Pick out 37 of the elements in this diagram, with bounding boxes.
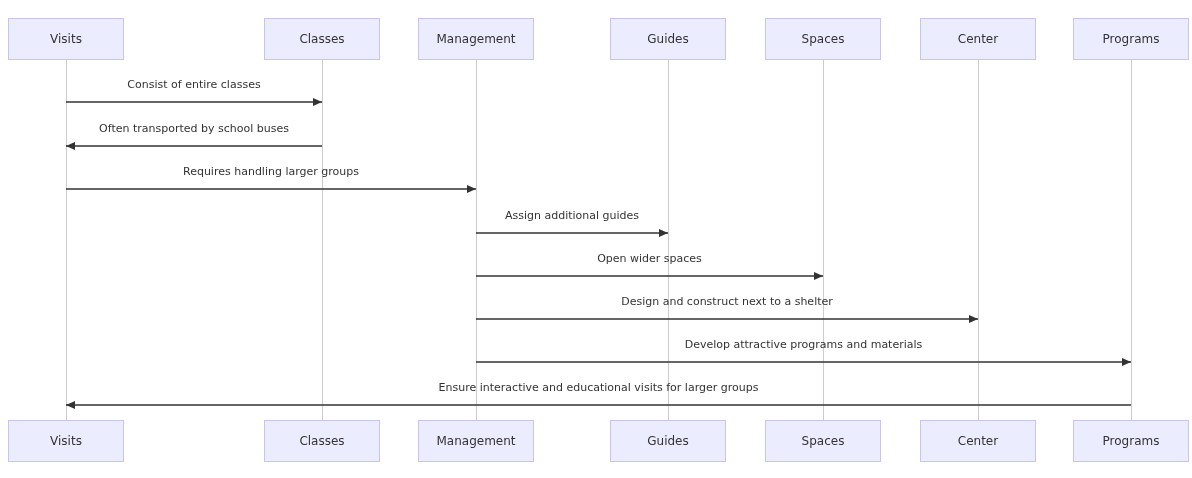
message-arrow [65,185,477,193]
lifeline [321,60,323,420]
edge-label: Ensure interactive and educational visits for larger groups [438,381,759,394]
participant-box: Spaces [765,18,881,60]
edge-label: Open wider spaces [597,252,702,265]
participant-box: Center [920,18,1036,60]
edge-label: Consist of entire classes [127,78,261,91]
edge-label: Often transported by school buses [99,122,289,135]
message-arrow [65,98,323,106]
edge-label: Develop attractive programs and materials [684,338,923,351]
participant-box: Programs [1073,18,1189,60]
message-arrow [475,315,979,323]
lifeline [475,60,477,420]
participant-box: Center [920,420,1036,462]
participant-box: Guides [610,18,726,60]
edge-label: Design and construct next to a shelter [621,295,833,308]
message-arrow [65,142,323,150]
participant-box: Guides [610,420,726,462]
message-arrow [475,229,669,237]
participant-box: Classes [264,420,380,462]
participant-box: Management [418,18,534,60]
lifeline [977,60,979,420]
message-arrow [475,358,1132,366]
participant-box: Programs [1073,420,1189,462]
participant-box: Management [418,420,534,462]
edge-label: Requires handling larger groups [183,165,359,178]
participant-box: Spaces [765,420,881,462]
participant-box: Visits [8,18,124,60]
lifeline [822,60,824,420]
lifeline [1130,60,1132,420]
message-arrow [475,272,824,280]
message-arrow [65,401,1132,409]
lifeline [65,60,67,420]
edge-label: Assign additional guides [504,209,640,222]
participant-box: Classes [264,18,380,60]
lifeline [667,60,669,420]
participant-box: Visits [8,420,124,462]
